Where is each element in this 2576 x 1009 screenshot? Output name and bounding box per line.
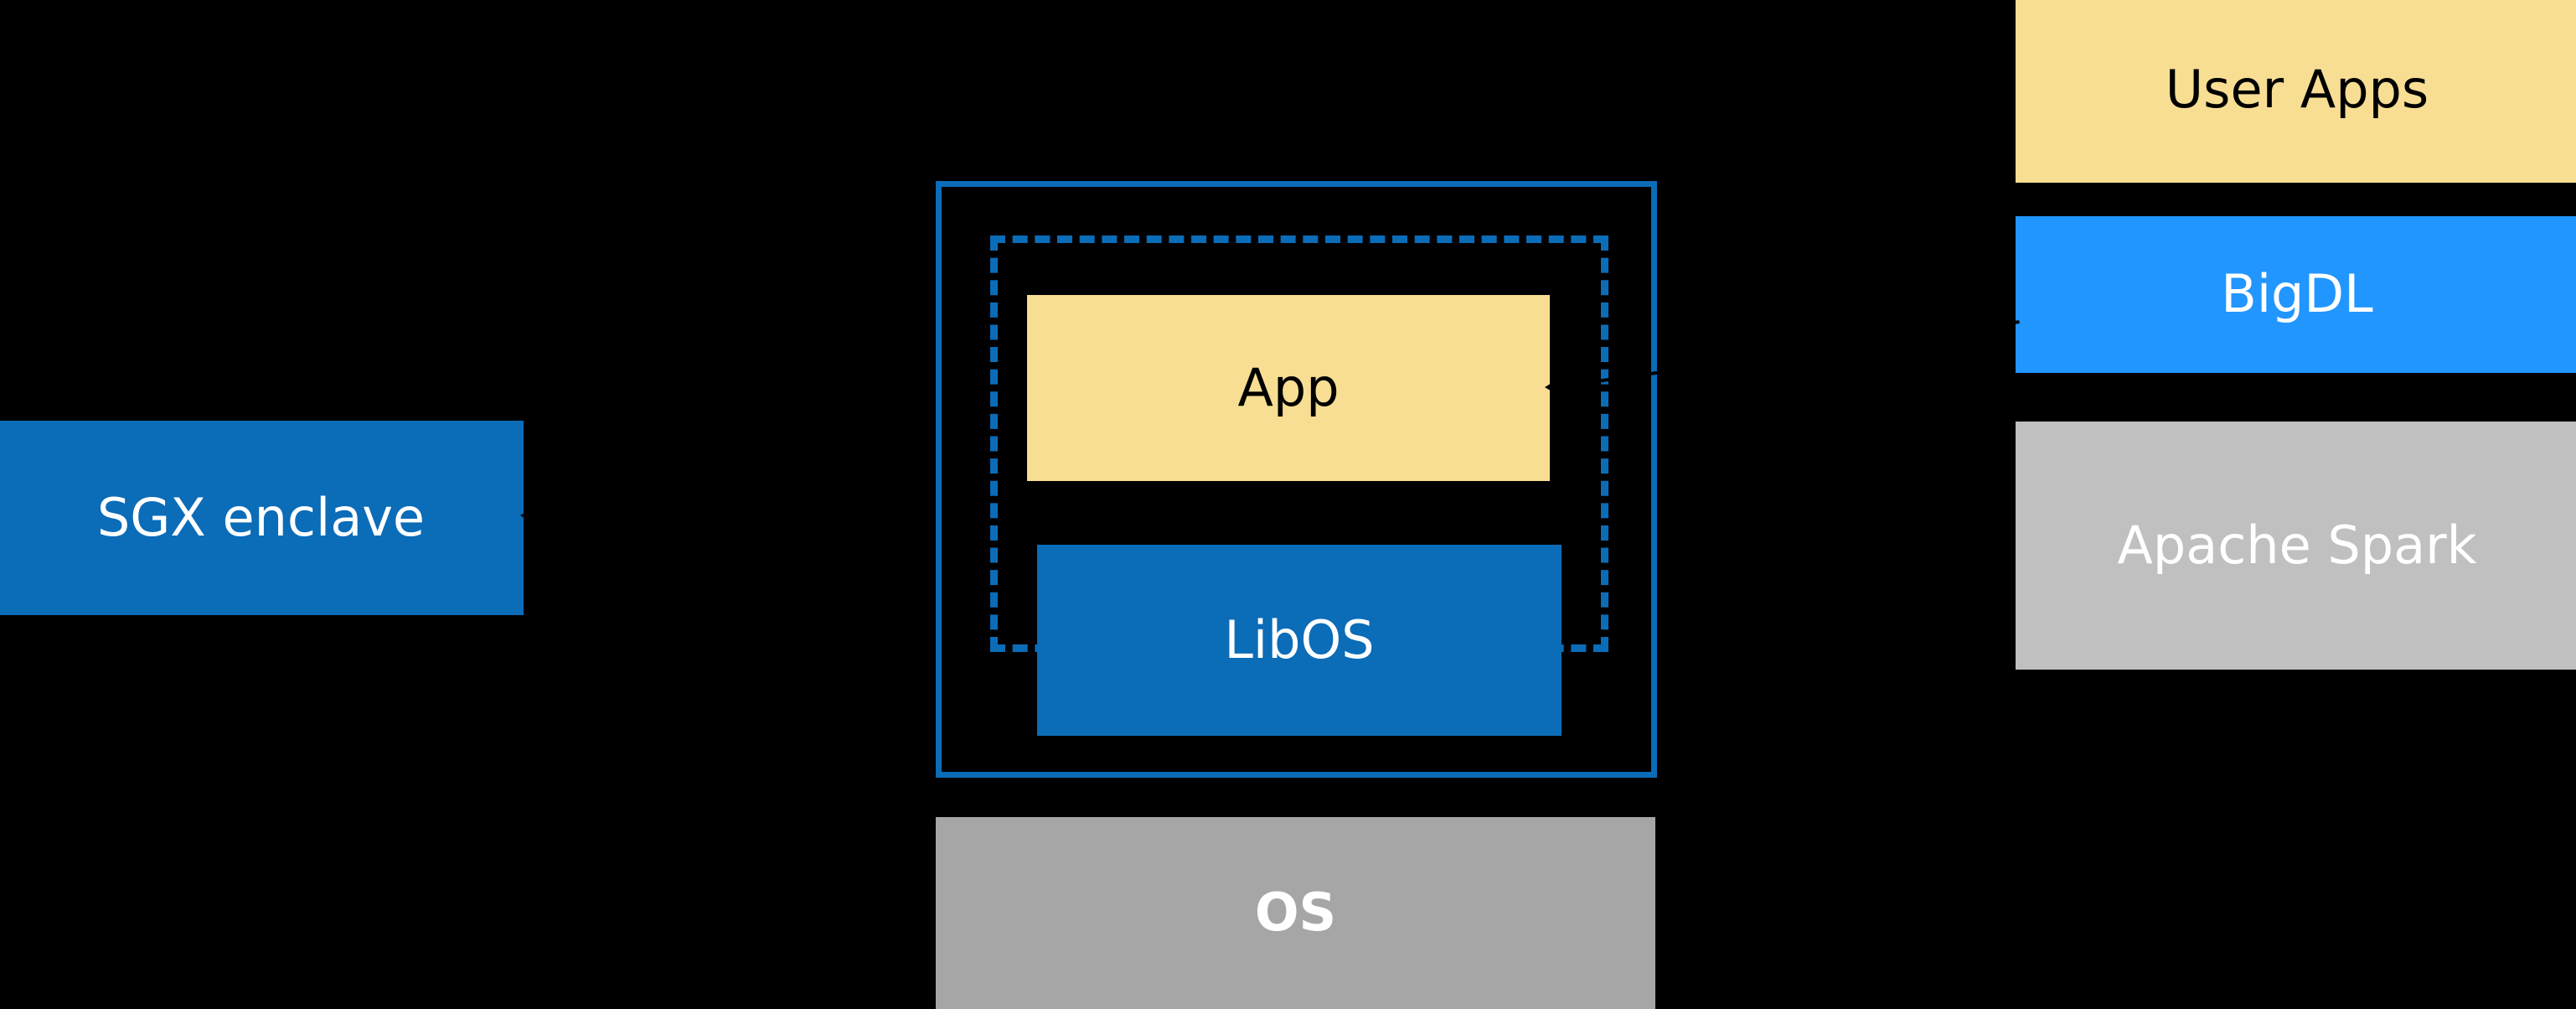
- sgx-enclave-label: SGX enclave: [96, 486, 426, 548]
- connector-line-sgx: [528, 514, 930, 517]
- user-apps-box: User Apps: [2016, 0, 2576, 183]
- libos-box: LibOS: [1037, 545, 1562, 736]
- arrow-to-sgx-enclave-icon: [520, 506, 535, 525]
- app-label: App: [1237, 356, 1340, 418]
- sgx-enclave-box: SGX enclave: [0, 421, 524, 615]
- bigdl-label: BigDL: [2221, 263, 2373, 325]
- apache-spark-label: Apache Spark: [2117, 514, 2477, 576]
- user-apps-label: User Apps: [2165, 59, 2429, 121]
- os-box: OS: [936, 817, 1655, 1009]
- os-label: OS: [1254, 882, 1337, 944]
- libos-label: LibOS: [1224, 608, 1375, 670]
- arrow-to-app-icon: [1545, 378, 1560, 396]
- app-box: App: [1027, 295, 1550, 481]
- apache-spark-box: Apache Spark: [2016, 422, 2576, 670]
- enclave-outer-frame: [936, 181, 1657, 778]
- bigdl-box: BigDL: [2016, 216, 2576, 373]
